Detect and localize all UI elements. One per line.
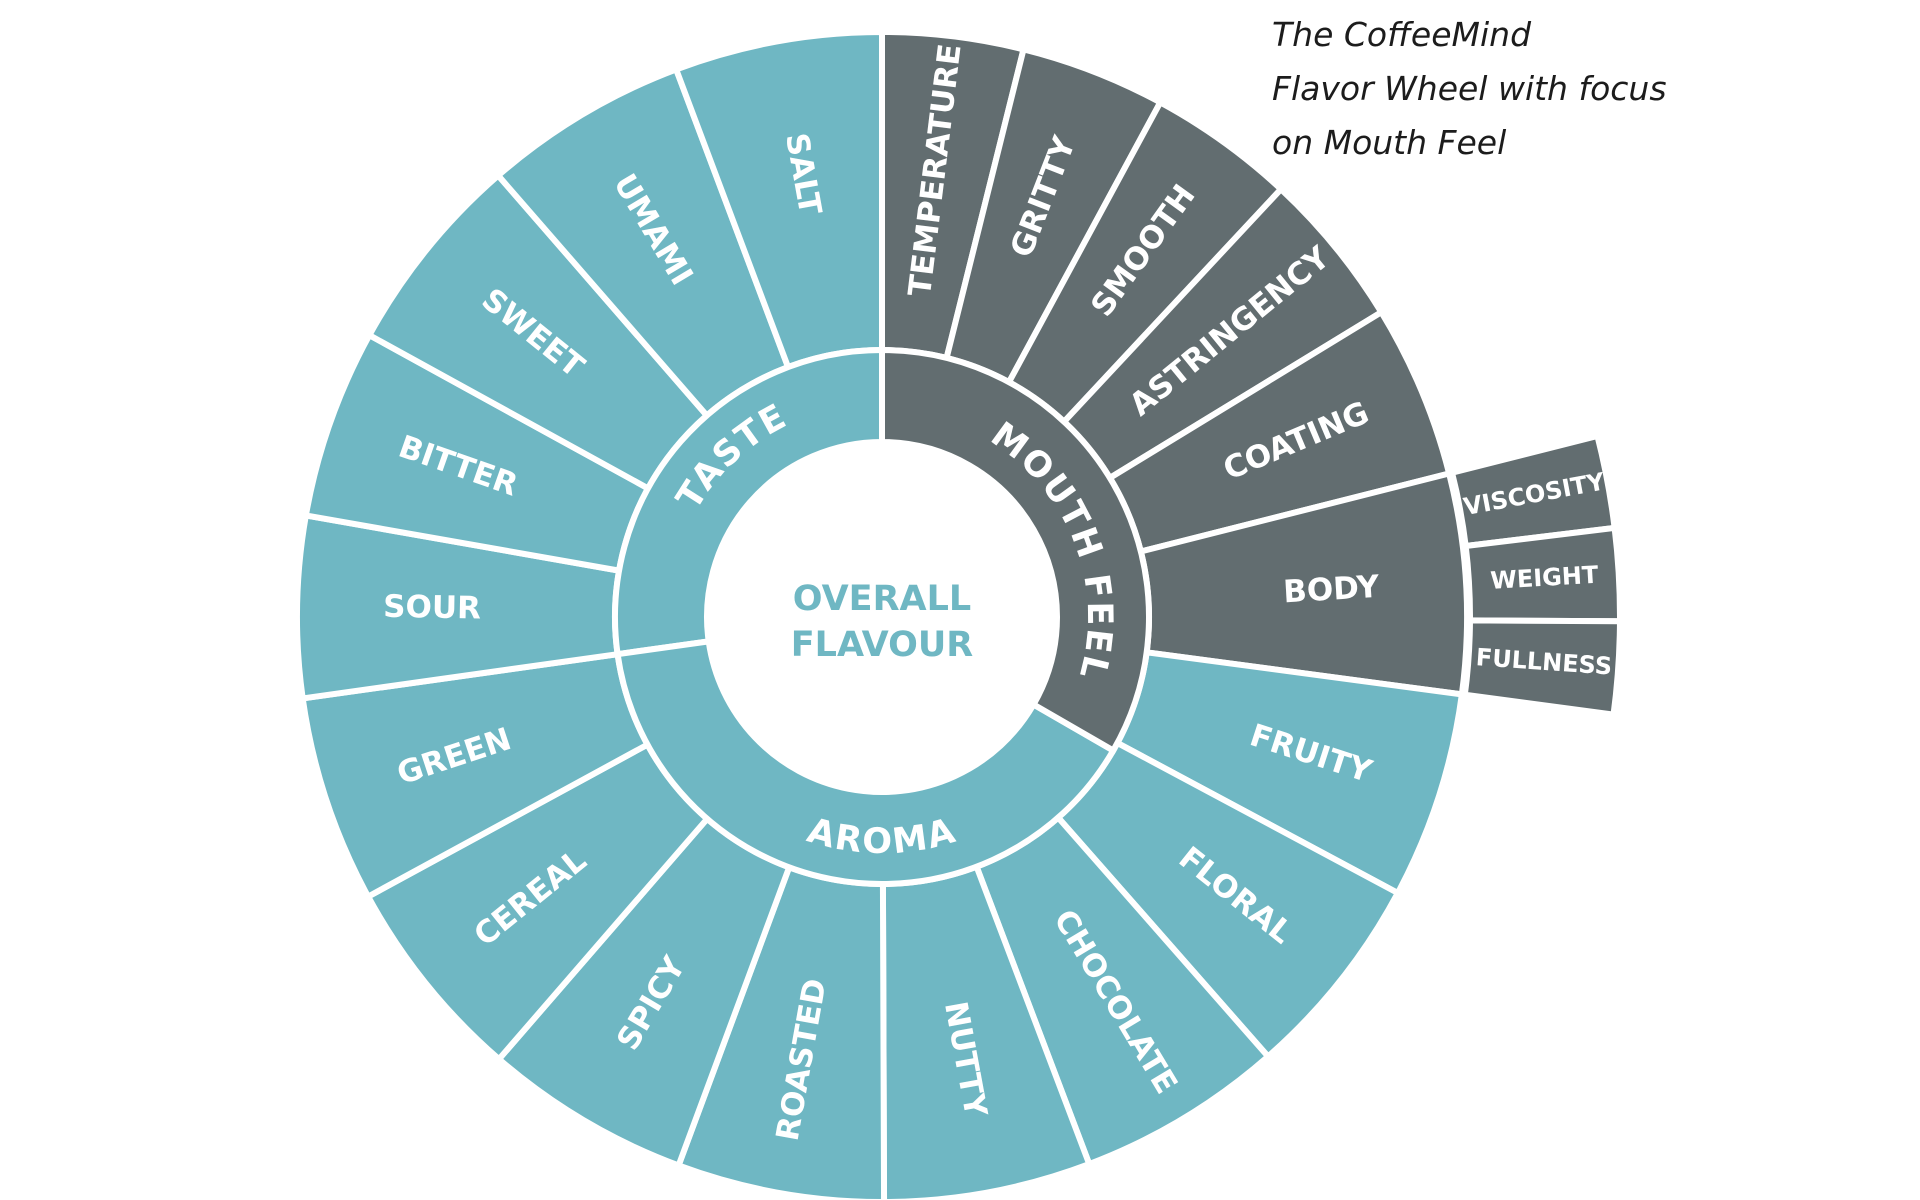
sublabel-weight: WEIGHT: [1490, 561, 1600, 595]
caption-line3: on Mouth Feel: [1272, 123, 1507, 162]
center-label-line2: FLAVOUR: [791, 625, 974, 665]
caption-line2: Flavor Wheel with focus: [1272, 69, 1667, 108]
caption-line1: The CoffeeMind: [1272, 15, 1532, 54]
center-circle: [707, 442, 1057, 792]
label-body: BODY: [1282, 569, 1380, 610]
label-sour: SOUR: [383, 589, 481, 627]
subsegment-fullness: [1461, 617, 1624, 718]
caption: The CoffeeMind Flavor Wheel with focus o…: [1272, 8, 1667, 170]
center-label-line1: OVERALL: [793, 579, 971, 619]
